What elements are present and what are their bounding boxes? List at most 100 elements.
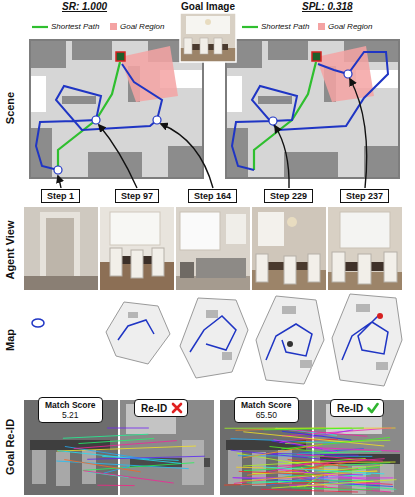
feature-match-line xyxy=(281,437,390,449)
agent-view xyxy=(110,248,122,276)
agent-view xyxy=(176,207,250,290)
topdown-map xyxy=(32,319,44,327)
success-check-icon xyxy=(369,404,378,412)
agent-view xyxy=(100,207,174,290)
box-text: Step 164 xyxy=(194,191,231,201)
box-text: 5.21 xyxy=(45,410,96,420)
topdown-map xyxy=(282,306,296,314)
agent-view xyxy=(256,254,268,282)
feature-match-line xyxy=(243,432,384,446)
feature-match-line xyxy=(247,480,375,482)
match-score-box: Match Score65.50 xyxy=(234,397,299,423)
feature-match-line xyxy=(233,477,394,478)
feature-match-line xyxy=(291,488,372,490)
topdown-map xyxy=(342,316,388,360)
agent-view xyxy=(258,212,284,246)
legend-line-sample xyxy=(32,25,48,27)
leader-arrow xyxy=(58,79,367,188)
feature-match-line xyxy=(107,428,149,429)
agent-view xyxy=(24,207,98,290)
match-score-box: Match Score5.21 xyxy=(38,397,103,423)
agent-view xyxy=(340,212,390,248)
legend-line-sample xyxy=(242,25,258,27)
scene-map xyxy=(116,52,125,61)
topdown-map xyxy=(180,298,248,378)
legend-entry: Goal Region xyxy=(318,22,372,31)
goal-image-frame xyxy=(180,13,236,62)
feature-match-line xyxy=(307,447,400,451)
feature-match-line xyxy=(288,430,367,437)
feature-match-line xyxy=(273,440,336,452)
scene-map xyxy=(312,52,321,61)
agent-view xyxy=(176,276,250,290)
feature-match-line xyxy=(231,450,346,461)
box-text: Step 237 xyxy=(346,191,383,201)
box-text: Re-ID xyxy=(141,403,167,414)
feature-match-line xyxy=(97,485,134,486)
goal-image xyxy=(184,38,192,54)
reid-box: Re-ID xyxy=(134,399,188,417)
legend-line-sample xyxy=(32,24,48,30)
topdown-map xyxy=(32,294,402,386)
feature-match-line xyxy=(63,434,149,438)
feature-match-line xyxy=(56,428,399,492)
metric-label: SPL: 0.318 xyxy=(302,1,353,12)
row-label: Goal Re-ID xyxy=(4,419,16,475)
scene-map xyxy=(54,166,62,174)
agent-view xyxy=(284,256,296,284)
agent-view xyxy=(358,254,371,284)
topdown-map xyxy=(356,304,370,312)
topdown-map xyxy=(376,362,388,370)
legend-entry: Shortest Path xyxy=(32,22,99,31)
leader-arrow xyxy=(275,126,289,188)
leader-arrow xyxy=(350,79,367,188)
reid-box: Re-ID xyxy=(330,399,384,417)
scene-map xyxy=(254,62,316,170)
agent-view xyxy=(328,207,402,290)
feature-match-line xyxy=(239,471,328,475)
agent-view xyxy=(180,262,194,278)
topdown-map xyxy=(332,294,402,386)
reid-image-pair xyxy=(82,450,96,484)
topdown-map xyxy=(128,312,138,318)
agent-view xyxy=(328,207,402,290)
topdown-map xyxy=(106,302,170,364)
feature-match-line xyxy=(263,428,363,430)
agent-view xyxy=(131,250,143,278)
topdown-map xyxy=(256,296,324,384)
topdown-map xyxy=(377,313,383,319)
scene-map xyxy=(58,62,120,170)
agent-view xyxy=(100,207,174,290)
legend-text: Goal Region xyxy=(328,22,372,31)
feature-match-line xyxy=(83,471,173,483)
agent-view xyxy=(180,212,220,250)
step-box: Step 1 xyxy=(41,189,80,203)
topdown-map xyxy=(266,324,312,360)
box-text: Step 229 xyxy=(270,191,307,201)
goal-image xyxy=(200,38,208,54)
goal-image xyxy=(205,19,211,25)
scene-map xyxy=(153,116,161,124)
step-box: Step 237 xyxy=(340,189,389,203)
agent-view xyxy=(308,254,320,282)
feature-match-line xyxy=(261,489,358,492)
scene-map xyxy=(30,40,203,178)
legend-text: Shortest Path xyxy=(51,22,99,31)
agent-view xyxy=(226,214,246,244)
topdown-map xyxy=(222,352,232,360)
reid-image-pair xyxy=(56,452,70,486)
row-label: Agent View xyxy=(4,220,16,279)
agent-view xyxy=(287,217,297,227)
agent-view xyxy=(24,207,98,290)
step-box: Step 229 xyxy=(264,189,313,203)
scene-map xyxy=(36,64,162,170)
legend-text: Goal Region xyxy=(120,22,164,31)
scene-map xyxy=(226,40,399,178)
feature-match-line xyxy=(64,460,140,472)
feature-match-line xyxy=(297,454,383,461)
feature-match-line xyxy=(83,463,195,471)
feature-match-line xyxy=(282,431,351,440)
leader-arrow xyxy=(99,125,137,188)
fail-cross-icon xyxy=(173,404,181,412)
row-label: Scene xyxy=(4,92,16,124)
